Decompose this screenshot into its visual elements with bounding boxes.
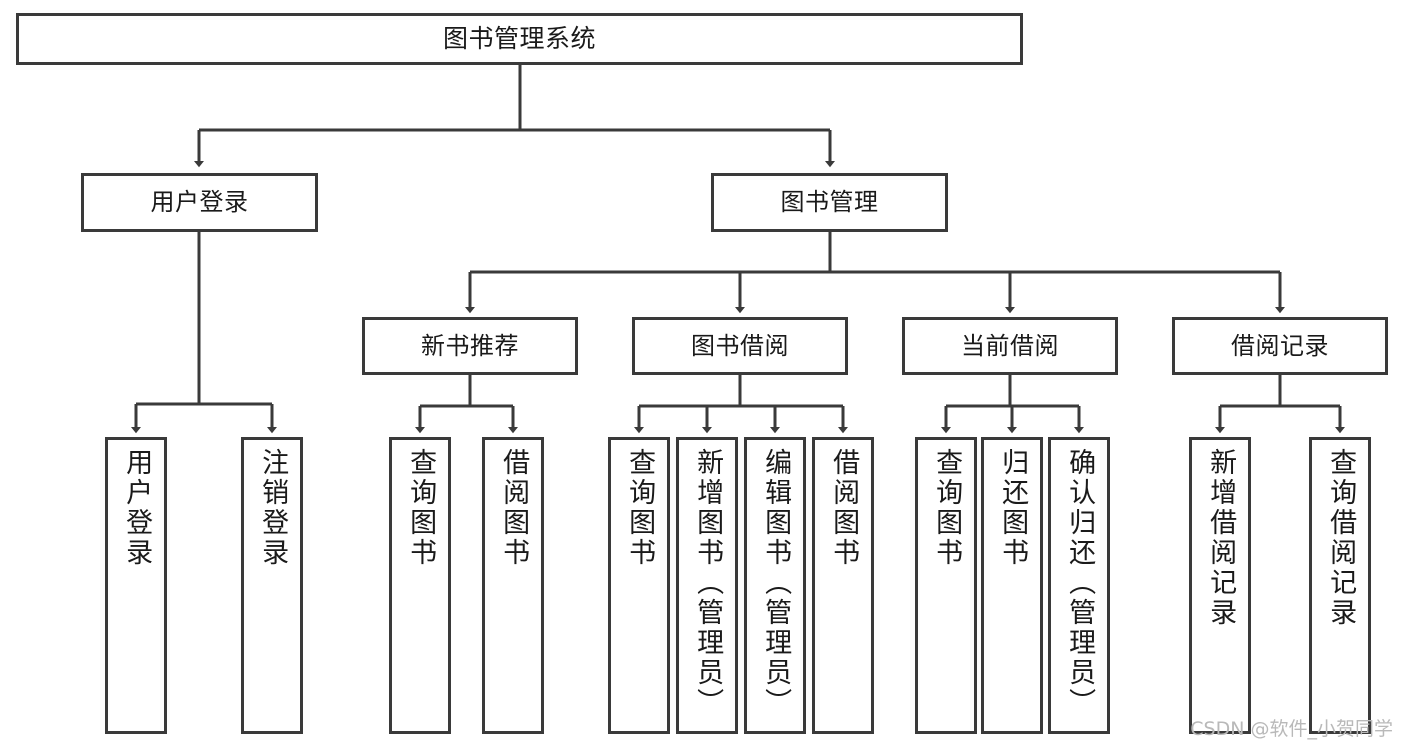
node-root-system[interactable]: 图书管理系统 <box>16 13 1023 65</box>
node-label: 图书管理 <box>780 188 879 217</box>
node-label: 用户登录 <box>150 188 249 217</box>
leaf-borrow-borrow-book[interactable]: 借阅图书 <box>812 437 874 734</box>
node-current-borrow[interactable]: 当前借阅 <box>902 317 1118 375</box>
node-label: 新书推荐 <box>421 331 519 360</box>
node-label: 查询借阅记录 <box>1325 448 1357 628</box>
leaf-record-query-record[interactable]: 查询借阅记录 <box>1309 437 1371 734</box>
leaf-current-query-book[interactable]: 查询图书 <box>915 437 977 734</box>
node-label: 归还图书 <box>997 448 1029 568</box>
node-label: 新增借阅记录 <box>1205 448 1237 628</box>
leaf-recommend-borrow-book[interactable]: 借阅图书 <box>482 437 544 734</box>
leaf-user-login-signout[interactable]: 注销登录 <box>241 437 303 734</box>
node-borrow-record[interactable]: 借阅记录 <box>1172 317 1388 375</box>
node-new-book-recommend[interactable]: 新书推荐 <box>362 317 578 375</box>
node-user-login[interactable]: 用户登录 <box>81 173 318 232</box>
leaf-current-confirm-return[interactable]: 确认归还（管理员） <box>1048 437 1110 734</box>
leaf-current-return-book[interactable]: 归还图书 <box>981 437 1043 734</box>
node-label: 查询图书 <box>931 448 963 568</box>
leaf-borrow-edit-book[interactable]: 编辑图书（管理员） <box>744 437 806 734</box>
node-label: 查询图书 <box>405 448 437 568</box>
node-label: 借阅记录 <box>1231 331 1329 360</box>
node-label: 借阅图书 <box>828 448 860 568</box>
leaf-recommend-query-book[interactable]: 查询图书 <box>389 437 451 734</box>
node-label: 查询图书 <box>624 448 656 568</box>
leaf-borrow-add-book[interactable]: 新增图书（管理员） <box>676 437 738 734</box>
node-label: 确认归还（管理员） <box>1064 448 1096 718</box>
watermark-text: CSDN @软件_小贺同学 <box>1190 718 1393 740</box>
leaf-user-login-signin[interactable]: 用户登录 <box>105 437 167 734</box>
node-book-management[interactable]: 图书管理 <box>711 173 948 232</box>
node-label: 新增图书（管理员） <box>692 448 724 718</box>
node-label: 当前借阅 <box>961 331 1059 360</box>
node-label: 图书管理系统 <box>442 24 596 54</box>
node-label: 编辑图书（管理员） <box>760 448 792 718</box>
node-label: 借阅图书 <box>498 448 530 568</box>
node-book-borrow[interactable]: 图书借阅 <box>632 317 848 375</box>
leaf-borrow-query-book[interactable]: 查询图书 <box>608 437 670 734</box>
node-label: 图书借阅 <box>691 331 789 360</box>
node-label: 注销登录 <box>257 448 289 568</box>
leaf-record-add-record[interactable]: 新增借阅记录 <box>1189 437 1251 734</box>
node-label: 用户登录 <box>121 448 153 568</box>
